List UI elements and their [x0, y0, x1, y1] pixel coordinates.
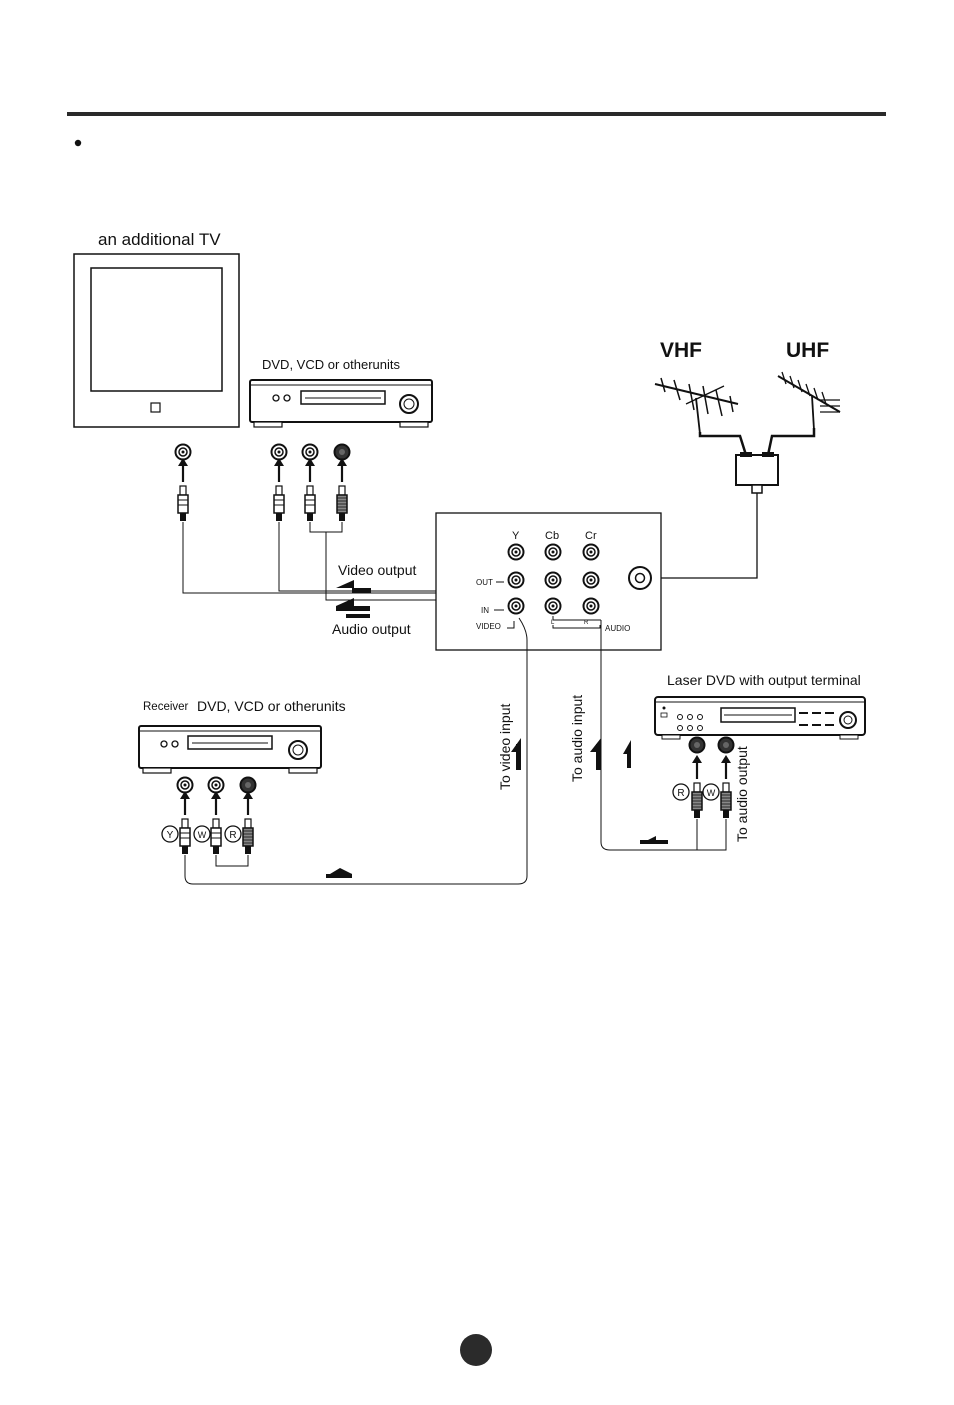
tv-video-plug	[178, 458, 188, 521]
antenna-leads	[700, 428, 814, 455]
panel-audio-in-l-jack	[546, 599, 561, 614]
audio-output-label: Audio output	[332, 621, 411, 637]
receiver-dvd-label: DVD, VCD or otherunits	[197, 698, 346, 714]
panel-audio-in-r-jack	[584, 599, 599, 614]
to-video-input-label: To video input	[497, 703, 513, 790]
marker-laser-w-text: W	[707, 788, 716, 798]
panel-audio-label: AUDIO	[605, 624, 630, 633]
to-audio-output-label: To audio output	[734, 746, 750, 842]
dvd-top-audio-r-jack	[335, 445, 350, 460]
marker-y-text: Y	[167, 830, 174, 841]
panel-audio-out-l-jack	[546, 573, 561, 588]
panel-cb-jack	[546, 545, 561, 560]
receiver-video-jack	[178, 778, 193, 793]
antenna-combiner-icon	[736, 452, 778, 493]
up-arrow-audio-1	[590, 738, 601, 770]
audio-output-arrow	[336, 598, 370, 618]
panel-audio-out-r-jack	[584, 573, 599, 588]
receiver-audio-r-jack	[241, 778, 256, 793]
antenna-cable	[653, 493, 757, 578]
uhf-label: UHF	[786, 339, 829, 362]
dvd-top-audio-l-plug	[305, 458, 315, 521]
panel-in-label: IN	[481, 606, 489, 615]
panel-y-jack	[509, 545, 524, 560]
marker-w-icon: W	[194, 826, 210, 842]
receiver-prefix-label: Receiver	[143, 701, 189, 713]
laser-dvd-audio-r-plug	[692, 755, 702, 818]
page-number-badge	[460, 1334, 492, 1366]
receiver-audio-l-plug	[211, 791, 221, 854]
header-rule	[67, 112, 886, 116]
marker-laser-r-text: R	[677, 788, 684, 799]
panel-video-in-jack	[509, 599, 524, 614]
flow-arrow-right	[326, 868, 352, 878]
dvd-player-receiver-icon	[139, 726, 321, 773]
laser-dvd-label: Laser DVD with output terminal	[667, 672, 861, 688]
receiver-audio-r-plug	[243, 791, 253, 854]
marker-w-text: W	[198, 830, 207, 840]
uhf-antenna-icon	[778, 372, 840, 430]
panel-y-label: Y	[512, 530, 520, 542]
tv-video-jack	[176, 445, 191, 460]
laser-dvd-audio-l-plug	[721, 755, 731, 818]
panel-r-label: R	[584, 620, 589, 626]
marker-r-text: R	[229, 830, 236, 841]
receiver-audio-l-jack	[209, 778, 224, 793]
additional-tv-label: an additional TV	[98, 230, 221, 249]
dvd-top-audio-r-plug	[337, 458, 347, 521]
panel-out-label: OUT	[476, 578, 493, 587]
dvd-player-top-icon	[250, 380, 432, 427]
dvd-top-video-jack	[272, 445, 287, 460]
receiver-video-plug	[180, 791, 190, 854]
dvd-top-label: DVD, VCD or otherunits	[262, 357, 400, 372]
vhf-label: VHF	[660, 339, 702, 362]
video-output-label: Video output	[338, 562, 416, 578]
marker-laser-r-icon: R	[673, 784, 689, 800]
panel-video-out-jack	[509, 573, 524, 588]
tv-icon	[74, 254, 239, 427]
panel-cr-label: Cr	[585, 530, 597, 542]
up-arrow-audio-2	[623, 740, 631, 768]
marker-laser-w-icon: W	[703, 784, 719, 800]
dvd-top-audio-l-jack	[303, 445, 318, 460]
dvd-top-video-plug	[274, 458, 284, 521]
bullet-dot	[75, 140, 81, 146]
vhf-antenna-icon	[655, 378, 738, 434]
laser-dvd-audio-r-jack	[690, 738, 705, 753]
panel-antenna-jack	[629, 567, 651, 589]
panel-video-label: VIDEO	[476, 622, 501, 631]
laser-dvd-audio-l-jack	[719, 738, 734, 753]
laser-dvd-player-icon	[655, 697, 865, 739]
panel-cr-jack	[584, 545, 599, 560]
panel-cb-label: Cb	[545, 530, 559, 542]
to-audio-input-label: To audio input	[569, 695, 585, 782]
marker-r-icon: R	[225, 826, 241, 842]
flow-arrow-left	[640, 836, 668, 844]
marker-y-icon: Y	[162, 826, 178, 842]
